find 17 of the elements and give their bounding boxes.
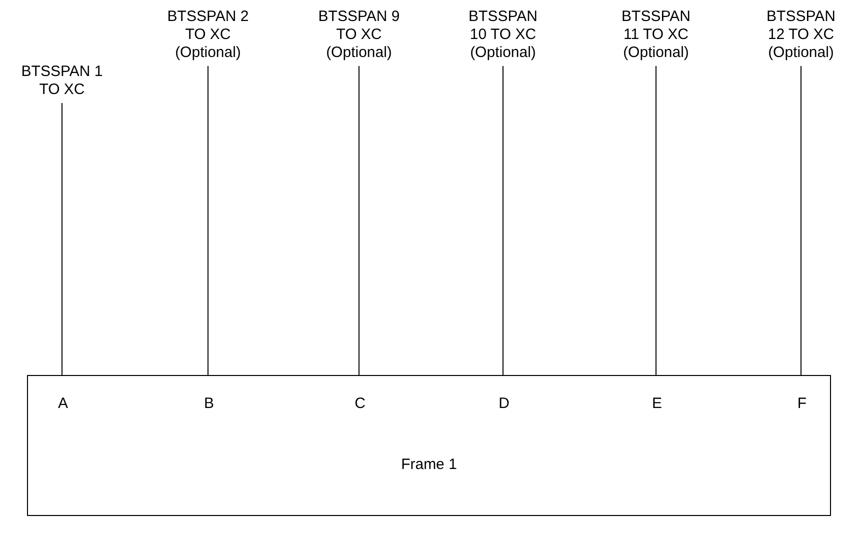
connector-line: [502, 66, 504, 376]
frame-title: Frame 1: [400, 456, 458, 473]
connector-line: [358, 66, 360, 376]
span-label: BTSSPAN 11 TO XC (Optional): [618, 8, 694, 62]
pin-label: A: [58, 395, 68, 412]
pin-label: F: [797, 395, 807, 412]
span-label: BTSSPAN 1 TO XC: [16, 63, 108, 99]
pin-label: C: [354, 395, 366, 412]
span-label: BTSSPAN 2 TO XC (Optional): [162, 8, 254, 62]
connector-line: [800, 66, 802, 376]
pin-label: E: [652, 395, 662, 412]
span-label: BTSSPAN 10 TO XC (Optional): [465, 8, 541, 62]
frame-box: [27, 375, 831, 516]
pin-label: B: [204, 395, 214, 412]
pin-label: D: [498, 395, 510, 412]
span-label: BTSSPAN 9 TO XC (Optional): [313, 8, 405, 62]
span-label: BTSSPAN 12 TO XC (Optional): [763, 8, 839, 62]
